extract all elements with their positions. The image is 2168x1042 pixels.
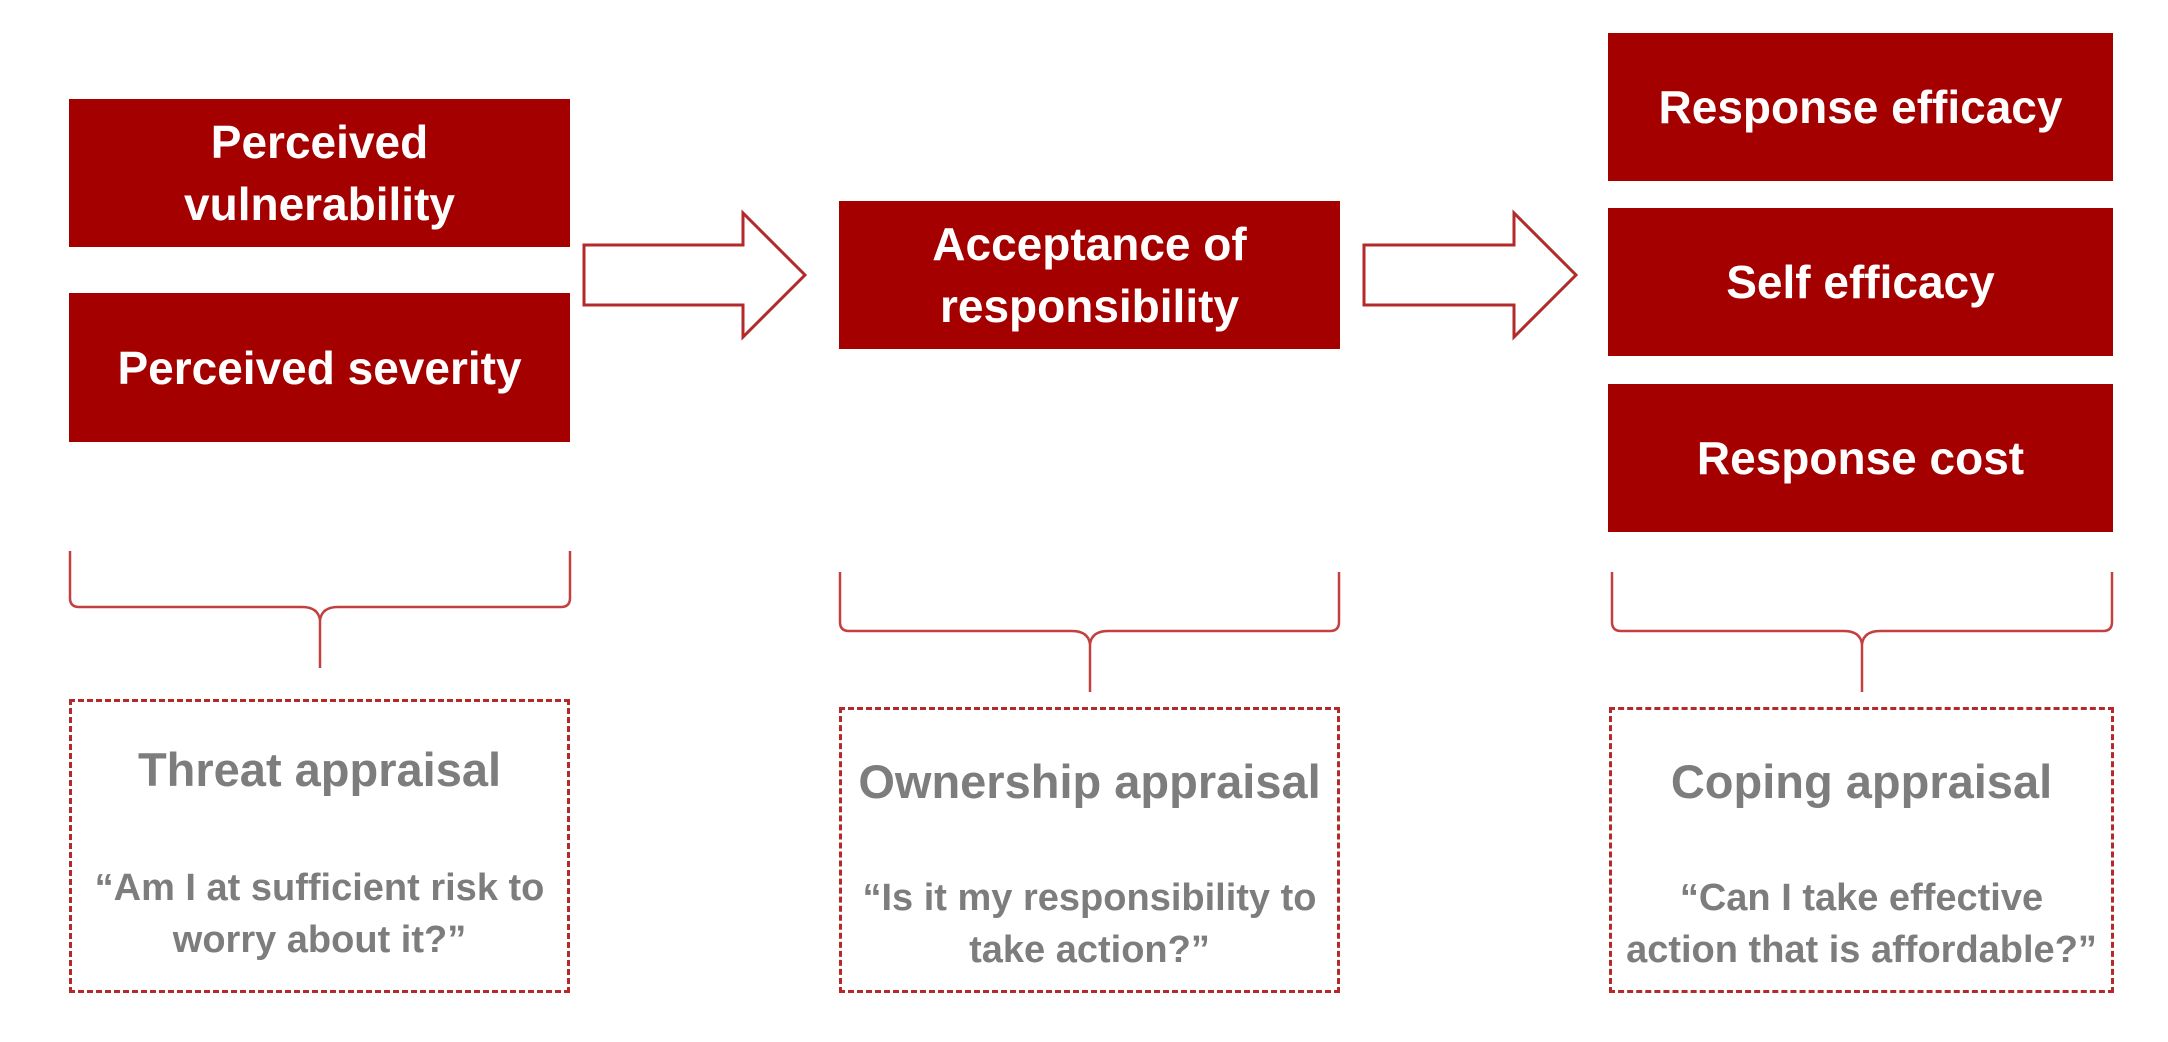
appraisal-coping: Coping appraisal “Can I take effective a… (1609, 707, 2114, 993)
arrow-right-icon (1362, 209, 1579, 341)
box-label: Self efficacy (1726, 256, 1995, 308)
appraisal-question: “Can I take effective action that is aff… (1626, 877, 2097, 971)
brace-coping (1610, 572, 2114, 692)
box-acceptance-of-responsibility: Acceptance of responsibility (839, 201, 1340, 349)
appraisal-title: Threat appraisal (137, 743, 502, 796)
appraisal-ownership: Ownership appraisal “Is it my responsibi… (839, 707, 1340, 993)
box-response-efficacy: Response efficacy (1608, 33, 2113, 181)
appraisal-threat: Threat appraisal “Am I at sufficient ris… (69, 699, 570, 993)
appraisal-question: “Am I at sufficient risk to worry about … (94, 867, 545, 961)
appraisal-title: Coping appraisal (1670, 755, 2053, 808)
box-perceived-severity: Perceived severity (69, 293, 570, 442)
arrow-right-icon (582, 209, 808, 341)
box-self-efficacy: Self efficacy (1608, 208, 2113, 356)
brace-threat (68, 551, 572, 668)
brace-ownership (838, 572, 1341, 692)
box-response-cost: Response cost (1608, 384, 2113, 532)
box-label: Perceived vulnerability (184, 116, 455, 230)
box-label: Response cost (1696, 432, 2025, 484)
appraisal-question: “Is it my responsibility to take action?… (862, 877, 1317, 971)
box-label: Acceptance of responsibility (932, 218, 1247, 332)
box-label: Response efficacy (1658, 81, 2063, 133)
box-label: Perceived severity (117, 341, 522, 394)
box-perceived-vulnerability: Perceived vulnerability (69, 99, 570, 247)
appraisal-title: Ownership appraisal (858, 755, 1321, 808)
